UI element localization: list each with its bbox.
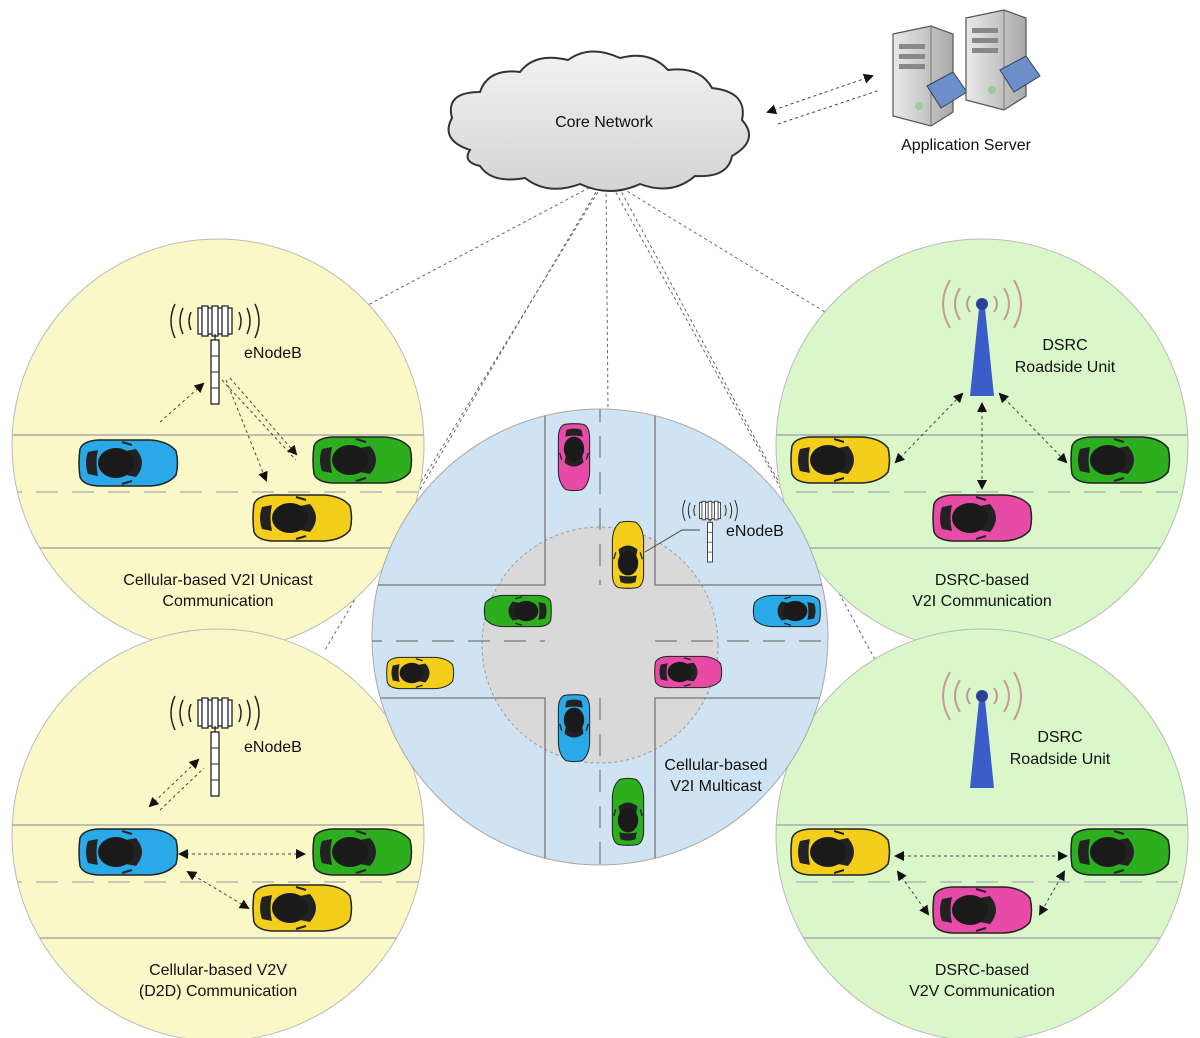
car-yellow [790, 828, 891, 876]
d2d-links [148, 758, 306, 910]
caption-line2: (D2D) Communication [139, 983, 297, 1000]
rsu-label-line2: Roadside Unit [1015, 359, 1116, 376]
caption-line2: V2I Communication [912, 593, 1052, 610]
server-link [766, 73, 881, 125]
car-blue [78, 439, 179, 487]
car-blue [78, 828, 179, 876]
car-yellow [252, 884, 353, 932]
core-network-cloud: Core Network [447, 50, 751, 192]
unicast-links [159, 377, 298, 482]
car-green [1070, 436, 1171, 484]
car-yellow [611, 520, 645, 590]
rsu-label-line2: Roadside Unit [1010, 751, 1111, 768]
panel-v2i-unicast: eNodeB Cellular-based V2I Unicast Commun… [11, 238, 425, 652]
panel-v2i-multicast: eNodeB Cellular-based V2I Multicast [371, 408, 829, 866]
enodeb-label: eNodeB [244, 739, 302, 756]
panel-dsrc-v2i: DSRC Roadside Unit DSRC-based V2I Commun… [775, 238, 1189, 652]
caption-line1: DSRC-based [935, 962, 1029, 979]
core-network-label: Core Network [555, 114, 654, 131]
car-pink [557, 422, 591, 492]
car-pink [932, 494, 1033, 542]
caption-line1: DSRC-based [935, 572, 1029, 589]
caption-line1: Cellular-based V2I Unicast [123, 572, 313, 589]
car-green [483, 594, 553, 628]
dsrc-v2i-links [894, 392, 1068, 490]
panel-dsrc-v2v: DSRC Roadside Unit DSRC-based V2V Commun… [775, 628, 1189, 1038]
caption-line1: Cellular-based V2V [149, 962, 287, 979]
car-yellow [385, 656, 455, 690]
car-pink [653, 655, 723, 689]
caption-line2: V2I Multicast [670, 778, 762, 795]
car-yellow [252, 494, 353, 542]
car-green [1070, 828, 1171, 876]
enodeb-label: eNodeB [726, 523, 784, 540]
car-pink [932, 886, 1033, 934]
caption-line2: V2V Communication [909, 983, 1055, 1000]
dsrc-v2v-links [894, 851, 1068, 916]
car-green [611, 777, 645, 847]
caption-line2: Communication [162, 593, 273, 610]
car-yellow [790, 436, 891, 484]
car-blue [557, 693, 591, 763]
rsu-label-line1: DSRC [1042, 337, 1087, 354]
caption-line1: Cellular-based [664, 757, 767, 774]
rsu-label-line1: DSRC [1037, 729, 1082, 746]
enodeb-label: eNodeB [244, 345, 302, 362]
application-server-icon [892, 9, 1041, 127]
car-green [312, 828, 413, 876]
panel-v2v-d2d: eNodeB Cellular-based V2V (D2D) Communic… [11, 628, 425, 1038]
application-server-label: Application Server [901, 137, 1032, 154]
car-blue [752, 594, 822, 628]
car-green [312, 436, 413, 484]
